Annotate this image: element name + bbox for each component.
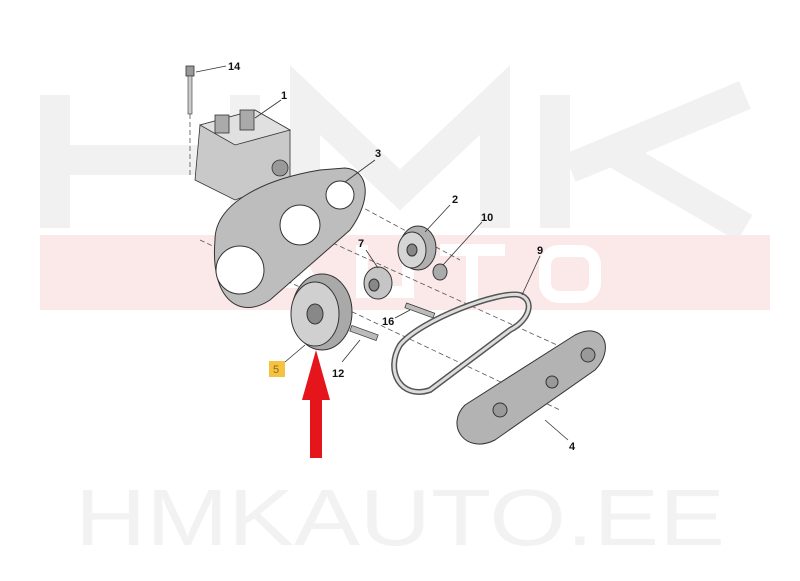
- tensioner-7: [363, 266, 393, 300]
- callout-10: 10: [481, 212, 493, 224]
- pump-1: [194, 109, 292, 201]
- callout-2: 2: [452, 194, 458, 206]
- callout-14: 14: [228, 61, 241, 73]
- callout-3: 3: [375, 148, 381, 160]
- callout-9: 9: [537, 245, 543, 257]
- callout-12: 12: [332, 368, 344, 380]
- red-arrow-indicator: [302, 350, 330, 458]
- camshaft-pulley-5: [290, 273, 353, 351]
- belt-inner: [392, 292, 531, 394]
- stud-16: [404, 302, 436, 319]
- callout-5: 5: [273, 364, 279, 376]
- front-cover-4: [456, 330, 606, 445]
- callout-1: 1: [281, 90, 287, 102]
- pulley-2: [397, 225, 437, 271]
- callout-5-highlight: [269, 361, 285, 377]
- callout-16: 16: [382, 316, 394, 328]
- leader-lines: [195, 65, 569, 441]
- callout-4: 4: [569, 441, 576, 453]
- watermark-top-logo: [40, 65, 753, 241]
- bolt-14: [185, 65, 195, 115]
- watermark-bottom: HMKAUTO.EE: [75, 473, 725, 562]
- callout-7: 7: [358, 238, 364, 250]
- rear-cover-3: [213, 167, 366, 308]
- bolt-12: [349, 324, 379, 342]
- nut-10: [432, 263, 448, 281]
